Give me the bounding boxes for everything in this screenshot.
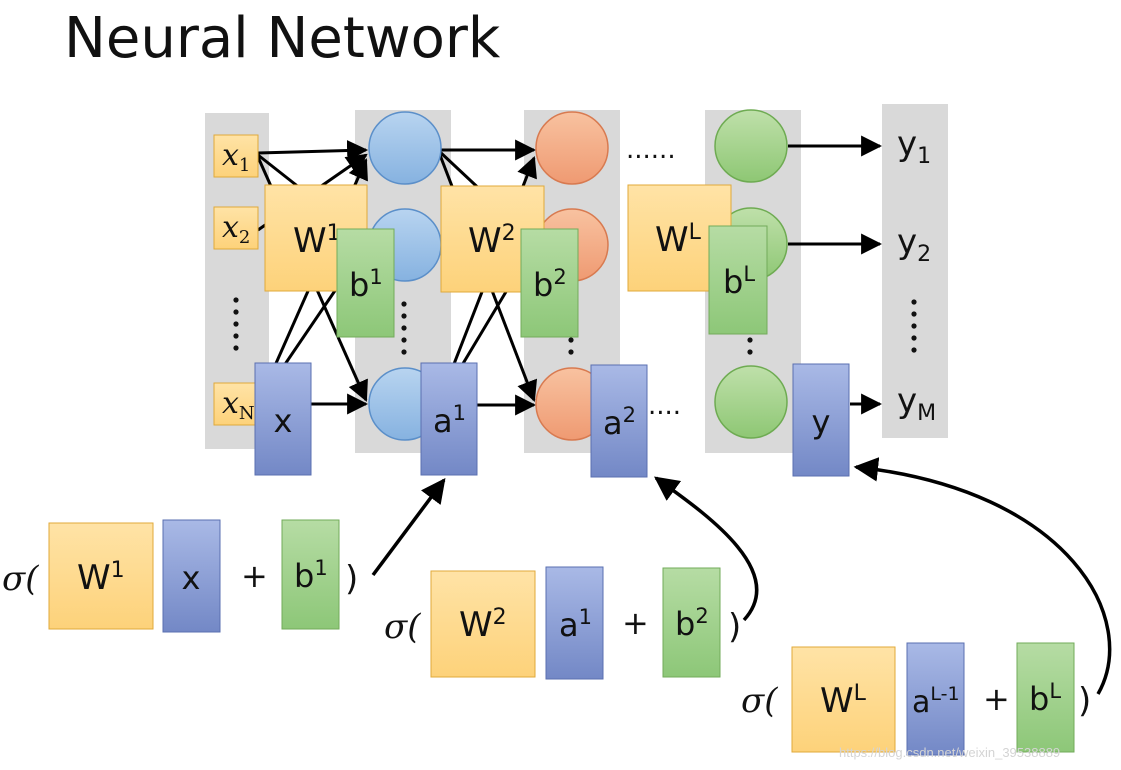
- vector-bL: bL: [708, 225, 768, 335]
- svg-text:σ(: σ(: [741, 681, 778, 721]
- svg-text:): ): [345, 559, 358, 599]
- output-y2: y2: [897, 222, 931, 267]
- page-title: Neural Network: [64, 6, 501, 71]
- vector-a1: a1: [420, 362, 478, 476]
- svg-text:x: x: [182, 559, 201, 597]
- vector-a2: a2: [590, 364, 648, 478]
- vector-b2: b2: [520, 228, 579, 338]
- svg-text:a1: a1: [433, 401, 466, 440]
- svg-text:bL: bL: [1029, 679, 1061, 718]
- input-xN: xN: [213, 382, 259, 426]
- svg-text:+: +: [622, 604, 649, 642]
- neuron-lL-1: [714, 109, 788, 183]
- svg-text:): ): [1078, 681, 1091, 721]
- vector-y: y: [792, 363, 850, 477]
- svg-text:W1: W1: [293, 221, 341, 261]
- svg-text:aL-1: aL-1: [912, 683, 960, 720]
- neuron-l2-1: [535, 111, 609, 185]
- vector-b1: b1: [336, 228, 395, 338]
- svg-text:WL: WL: [655, 220, 702, 260]
- svg-text:bL: bL: [723, 262, 755, 301]
- equation-arrows: [371, 457, 1112, 695]
- svg-text:x2: x2: [222, 210, 250, 248]
- svg-text:): ): [728, 607, 741, 647]
- equation-layerL: σ( WL aL-1 + bL ): [741, 642, 1091, 756]
- sigma-open: σ(: [2, 559, 39, 599]
- connections-layerL-output: [788, 135, 883, 415]
- svg-text:W2: W2: [468, 221, 516, 261]
- svg-text:b1: b1: [294, 556, 328, 595]
- svg-text:σ(: σ(: [384, 607, 421, 647]
- equation-layer2: σ( W2 a1 + b2 ): [384, 566, 741, 680]
- svg-text:a2: a2: [603, 403, 636, 442]
- vector-x: x: [254, 362, 312, 476]
- neuron-l1-1: [368, 111, 442, 185]
- svg-text:+: +: [983, 680, 1010, 718]
- vertical-ellipsis-dots: [233, 297, 917, 355]
- svg-text:+: +: [241, 557, 268, 595]
- svg-text:WL: WL: [820, 681, 867, 721]
- svg-text:x1: x1: [222, 138, 250, 176]
- input-x2: x2: [213, 206, 259, 250]
- svg-text:y: y: [812, 403, 831, 441]
- svg-text:b2: b2: [675, 604, 709, 643]
- svg-text:W2: W2: [459, 605, 507, 645]
- svg-text:b2: b2: [533, 265, 567, 304]
- ellipsis-between-layers-bottom: ....: [648, 391, 681, 421]
- ellipsis-between-layers-top: ......: [626, 135, 676, 165]
- svg-text:b1: b1: [349, 265, 383, 304]
- output-layer-panel: [882, 104, 948, 438]
- svg-text:xN: xN: [222, 386, 255, 424]
- neuron-lL-n: [714, 365, 788, 439]
- svg-text:W1: W1: [77, 558, 125, 598]
- svg-text:a1: a1: [559, 605, 592, 644]
- watermark-url: https://blog.csdn.net/weixin_39538889: [839, 745, 1060, 760]
- svg-text:x: x: [274, 402, 293, 440]
- output-y1: y1: [897, 124, 931, 169]
- equation-layer1: σ( W1 x + b1 ): [2, 519, 358, 633]
- output-yM: yM: [897, 381, 936, 426]
- input-x1: x1: [213, 134, 259, 178]
